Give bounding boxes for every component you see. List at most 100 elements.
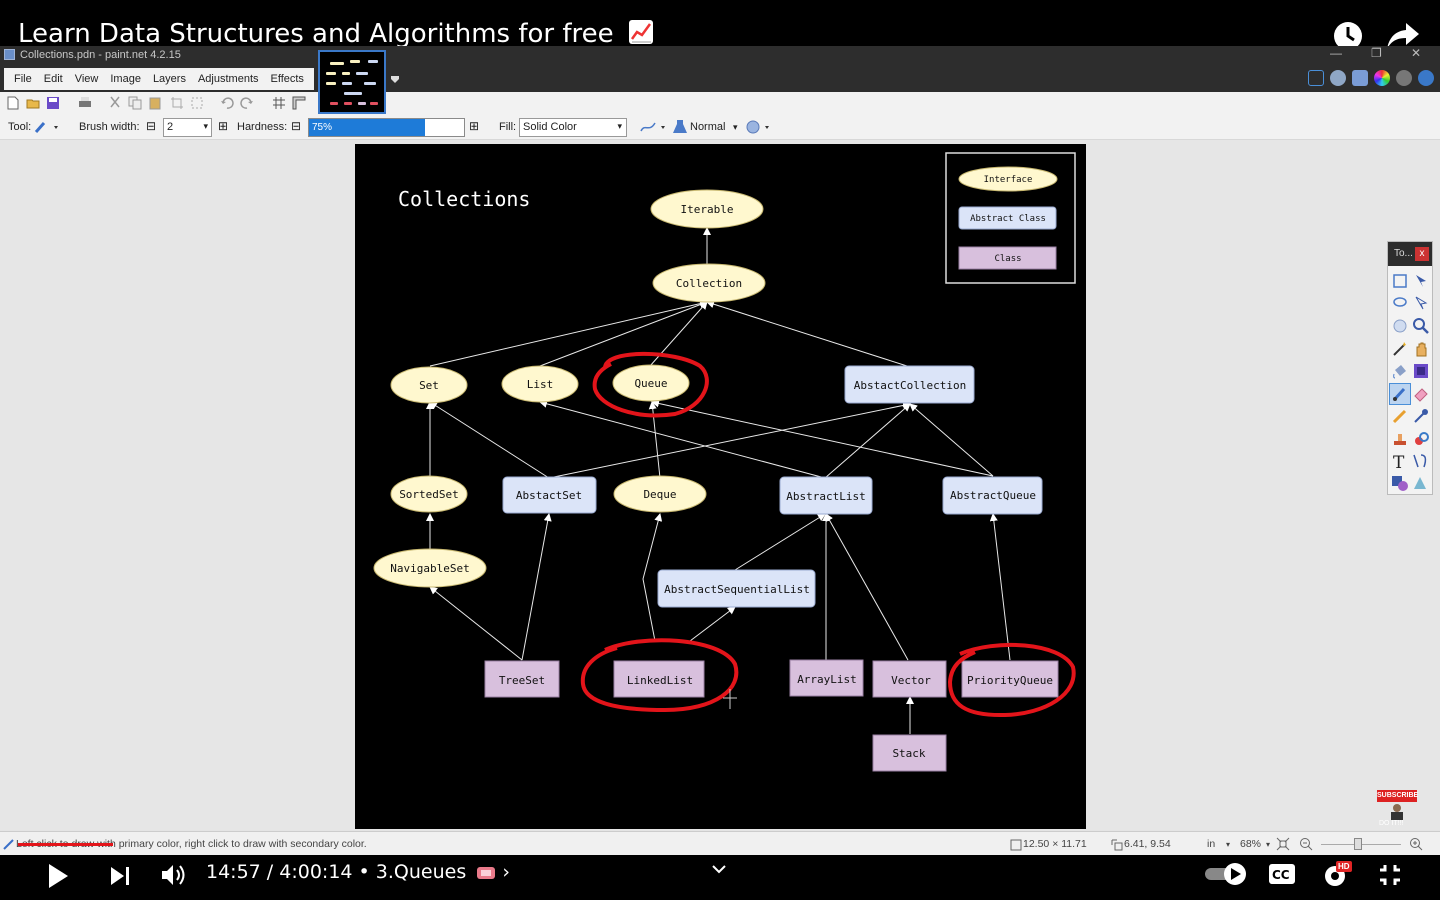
- chevron-down-icon[interactable]: ▾: [733, 122, 738, 132]
- zoom-out-icon[interactable]: [1299, 837, 1313, 851]
- chevron-down-icon[interactable]: ▾: [1266, 840, 1271, 849]
- next-video-icon[interactable]: [108, 864, 132, 888]
- cut-icon[interactable]: [108, 96, 122, 110]
- text-tool-icon[interactable]: T: [1391, 452, 1409, 470]
- node-collection-label: Collection: [676, 277, 742, 290]
- help-icon[interactable]: [1418, 70, 1434, 86]
- play-icon[interactable]: [46, 862, 70, 890]
- node-abstactcollection-label: AbstactCollection: [854, 379, 967, 392]
- brush-width-decrease-icon[interactable]: ⊟: [146, 119, 157, 133]
- zoom-slider-thumb[interactable]: [1354, 838, 1362, 850]
- node-arraylist: [789, 659, 864, 697]
- fill-select[interactable]: Solid Color ▾: [519, 118, 627, 137]
- zoom-to-window-icon[interactable]: [1276, 837, 1290, 851]
- minimize-icon[interactable]: —: [1330, 46, 1342, 60]
- volume-icon[interactable]: [160, 862, 188, 888]
- recolor-icon[interactable]: [1412, 430, 1430, 448]
- undo-icon[interactable]: [220, 96, 234, 110]
- chevron-right-icon[interactable]: ›: [502, 861, 510, 883]
- clone-stamp-icon[interactable]: [1391, 430, 1409, 448]
- node-queue-label: Queue: [634, 377, 667, 390]
- redo-icon[interactable]: [240, 96, 254, 110]
- magic-wand-icon[interactable]: [1391, 340, 1409, 358]
- tools-close-icon[interactable]: x: [1415, 247, 1429, 261]
- legend-abstract-swatch: [958, 206, 1057, 230]
- zoom-icon[interactable]: [1412, 317, 1430, 335]
- image-list-dropdown-icon[interactable]: [390, 74, 400, 84]
- tool-options-bar: Tool: Brush width: ⊟ 2 ▾ ⊞ Hardness: ⊟ 7…: [0, 114, 1440, 140]
- color-picker-icon[interactable]: [1412, 407, 1430, 425]
- menu-layers[interactable]: Layers: [152, 73, 186, 85]
- zoom-level[interactable]: 68%: [1240, 838, 1262, 850]
- brush-width-input[interactable]: 2 ▾: [163, 118, 212, 137]
- watch-later-icon[interactable]: [1332, 20, 1364, 52]
- image-thumbnail-tab[interactable]: [318, 50, 386, 114]
- blend-mode-select[interactable]: Normal: [690, 121, 726, 133]
- status-bar: Left click to draw with primary color, r…: [0, 831, 1440, 855]
- save-icon[interactable]: [46, 96, 60, 110]
- settings-gear-icon[interactable]: [1396, 70, 1412, 86]
- paste-icon[interactable]: [148, 96, 162, 110]
- hardness-decrease-icon[interactable]: ⊟: [291, 119, 302, 133]
- menu-effects[interactable]: Effects: [270, 73, 304, 85]
- chapter-title[interactable]: 3.Queues: [375, 861, 467, 883]
- node-collection: [652, 263, 766, 303]
- shapes-triangle-icon[interactable]: [1412, 474, 1430, 492]
- image-canvas[interactable]: Collections Iterable Collection Set List…: [355, 144, 1086, 829]
- ruler-icon[interactable]: [292, 96, 306, 110]
- brush-width-increase-icon[interactable]: ⊞: [218, 119, 229, 133]
- cursor-position-icon: [1111, 839, 1123, 851]
- print-icon[interactable]: [78, 96, 92, 110]
- collections-diagram: Collections Iterable Collection Set List…: [373, 152, 1076, 772]
- gradient-icon[interactable]: [1412, 362, 1430, 380]
- grid-icon[interactable]: [272, 96, 286, 110]
- antialiasing-icon[interactable]: [640, 120, 668, 134]
- autoplay-toggle-icon[interactable]: [1203, 862, 1249, 886]
- line-curve-icon[interactable]: [1412, 452, 1430, 470]
- menu-image[interactable]: Image: [110, 73, 141, 85]
- eraser-icon[interactable]: [1412, 385, 1430, 403]
- menu-edit[interactable]: Edit: [43, 73, 63, 85]
- restore-icon[interactable]: ❐: [1371, 46, 1382, 60]
- paint-bucket-icon[interactable]: [1391, 362, 1409, 380]
- hardness-slider[interactable]: 75%: [308, 118, 465, 137]
- pencil-icon[interactable]: [1391, 407, 1409, 425]
- chevron-down-icon[interactable]: ▾: [1226, 840, 1231, 849]
- rectangle-select-icon[interactable]: [1391, 272, 1409, 290]
- share-icon[interactable]: [1386, 20, 1420, 52]
- exit-fullscreen-icon[interactable]: [1378, 863, 1402, 887]
- crop-icon[interactable]: [170, 96, 184, 110]
- closed-captions-icon[interactable]: CC: [1268, 863, 1296, 885]
- new-file-icon[interactable]: [6, 96, 20, 110]
- subscribe-sub-label: DO IT!!!: [1379, 820, 1404, 827]
- deselect-icon[interactable]: [190, 96, 204, 110]
- paint-net-app-icon: [4, 49, 15, 60]
- menu-file[interactable]: File: [14, 73, 32, 85]
- close-window-icon[interactable]: ✕: [1411, 46, 1422, 60]
- shapes-icon[interactable]: [1391, 474, 1409, 492]
- move-selection-icon[interactable]: [1412, 272, 1430, 290]
- zoom-in-icon[interactable]: [1409, 837, 1423, 851]
- layers-toggle-icon[interactable]: [1352, 70, 1368, 86]
- copy-icon[interactable]: [128, 96, 142, 110]
- pan-hand-icon[interactable]: [1412, 340, 1430, 358]
- colors-toggle-icon[interactable]: [1374, 70, 1390, 86]
- history-toggle-icon[interactable]: [1330, 70, 1346, 86]
- menu-view[interactable]: View: [74, 73, 99, 85]
- utility-icons: [1308, 70, 1434, 86]
- tools-toggle-icon[interactable]: [1308, 70, 1324, 86]
- chevron-down-icon[interactable]: [711, 863, 727, 875]
- move-selected-icon[interactable]: [1412, 294, 1430, 312]
- lasso-select-icon[interactable]: [1391, 294, 1409, 312]
- video-title[interactable]: Learn Data Structures and Algorithms for…: [18, 17, 654, 51]
- ellipse-select-icon[interactable]: [1391, 317, 1409, 335]
- paintbrush-icon[interactable]: [1391, 385, 1409, 403]
- selection-mode-icon[interactable]: [746, 120, 774, 134]
- hardness-increase-icon[interactable]: ⊞: [469, 119, 480, 133]
- tools-window-title: To...: [1394, 248, 1413, 259]
- menu-adjustments[interactable]: Adjustments: [197, 73, 259, 85]
- units-select[interactable]: in: [1207, 838, 1216, 850]
- open-file-icon[interactable]: [26, 96, 40, 110]
- subscribe-watermark[interactable]: SUBSCRIBE DO IT!!!: [1376, 790, 1418, 830]
- paintbrush-tool-icon[interactable]: [34, 120, 62, 134]
